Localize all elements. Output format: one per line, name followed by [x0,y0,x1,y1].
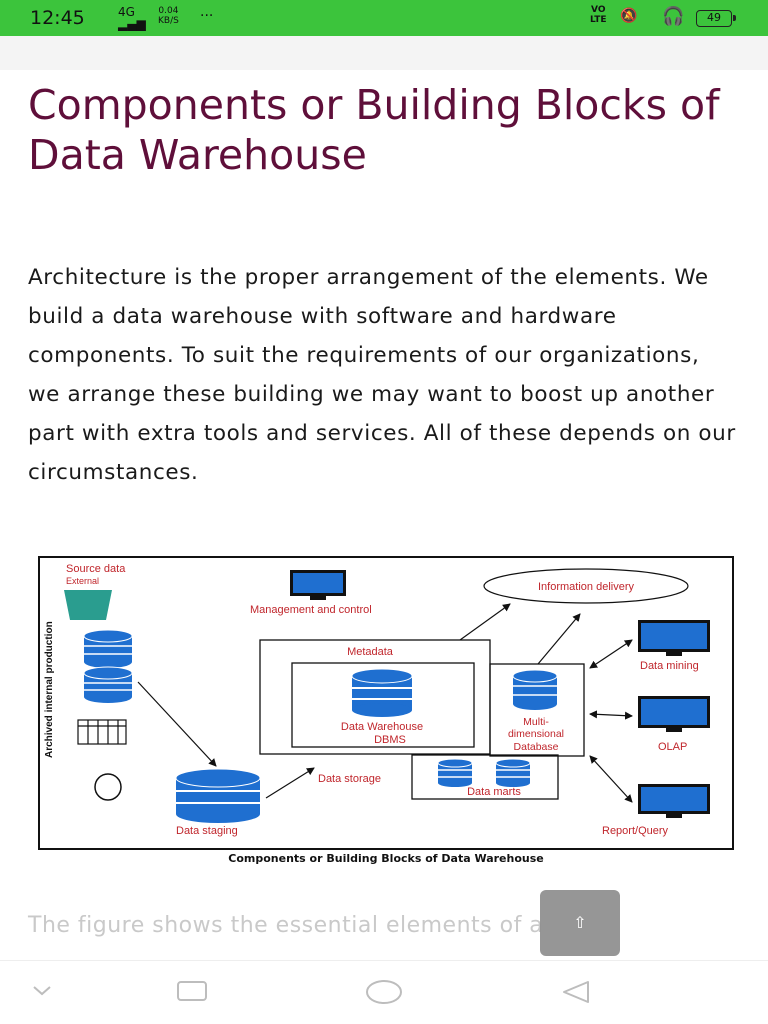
source-other-icon [94,773,122,801]
source-database-icon [83,629,133,668]
data-marts-label: Data marts [467,786,521,798]
olap-monitor-icon [638,696,710,732]
dw-dbms-box [291,662,475,748]
home-button[interactable] [364,979,404,1005]
dw-dbms-database-icon [351,668,413,717]
multidim-label-1: Multi- [523,716,549,728]
multidim-label-2: dimensional [508,728,564,740]
battery-icon: 49 [696,10,736,27]
source-file-icon [77,719,127,745]
report-query-label: Report/Query [602,825,669,837]
data-staging-database-icon [175,768,261,823]
source-data-label: Source data [66,563,126,575]
multidimensional-database-icon [512,669,558,710]
source-database-icon-2 [83,666,133,703]
dw-dbms-label-1: Data Warehouse [341,721,423,733]
management-monitor-icon [290,570,346,600]
headphones-icon: 🎧 [662,6,685,27]
mute-icon: 🔕 [620,8,638,24]
architecture-diagram: Source data External Archived internal p… [38,556,734,850]
olap-label: OLAP [658,741,687,753]
external-source-icon [64,590,112,620]
article-paragraph: Architecture is the proper arrangement o… [28,265,736,485]
multidimensional-box [489,663,585,757]
more-notifications-icon: ··· [200,8,214,24]
navigation-bar [0,960,768,1024]
data-mining-label: Data mining [640,660,699,672]
management-label: Management and control [250,604,372,616]
signal-icon: 4G▂▄▆ [118,5,146,31]
information-delivery-label: Information delivery [538,581,634,593]
arrow-up-icon: ⇧ [573,913,587,932]
next-paragraph: The figure shows the essential elements … [28,913,544,938]
data-marts-box [411,754,559,800]
data-storage-label: Data storage [318,773,381,785]
dw-dbms-label-2: DBMS [374,734,406,746]
external-label: External [66,576,99,586]
information-delivery-oval [483,568,689,604]
metadata-label: Metadata [347,646,394,658]
report-query-monitor-icon [638,784,710,818]
multidim-label-3: Database [514,741,559,753]
back-button[interactable] [560,979,592,1005]
status-time: 12:45 [30,7,85,29]
scroll-to-top-button[interactable]: ⇧ [540,890,620,956]
data-mining-monitor-icon [638,620,710,656]
recent-apps-button[interactable] [176,979,208,1003]
data-staging-label: Data staging [176,825,238,837]
data-mart-database-icon [437,758,473,787]
figure-caption: Components or Building Blocks of Data Wa… [228,852,544,865]
article-title: Components or Building Blocks of Data Wa… [28,81,720,179]
chevron-down-icon[interactable] [30,979,54,1003]
data-mart-database-icon-2 [495,758,531,787]
archived-production-label: Archived internal production [44,621,55,758]
header-strip [0,36,768,70]
